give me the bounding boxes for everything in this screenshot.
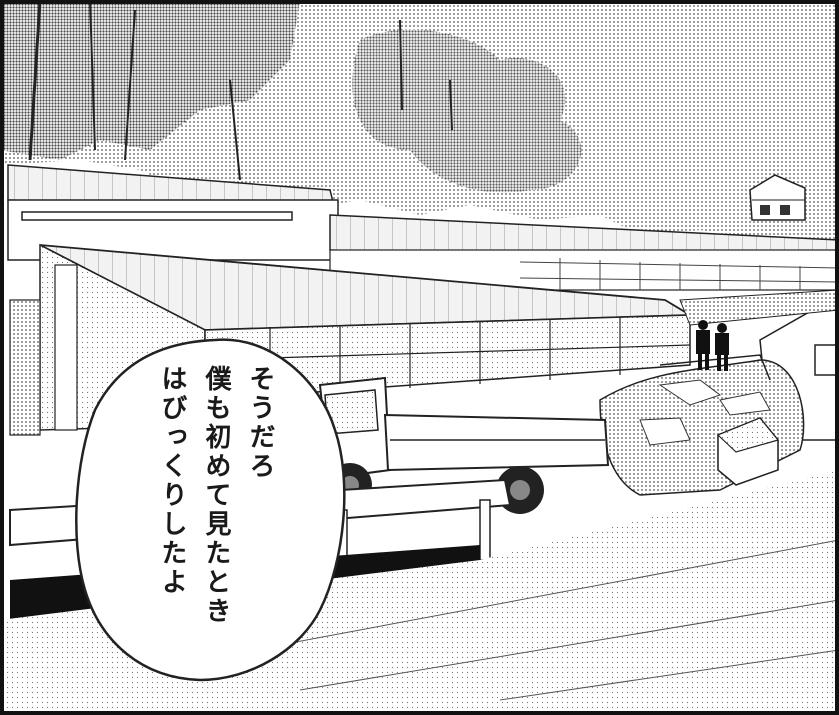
walking-people: [696, 320, 729, 371]
speech-line-3: はびっくりしたよ: [157, 365, 187, 597]
greenhouse: [9, 243, 694, 436]
speech-line-2: 僕も初めて見たとき: [201, 365, 231, 626]
roadside-box: [716, 417, 780, 486]
distant-house: [749, 174, 806, 221]
speech-line-1: そうだろ: [245, 365, 275, 481]
back-building: [7, 164, 839, 291]
speech-text: そうだろ 僕も初めて見たとき はびっくりしたよ: [150, 365, 282, 665]
speech-bubble: [75, 338, 346, 682]
